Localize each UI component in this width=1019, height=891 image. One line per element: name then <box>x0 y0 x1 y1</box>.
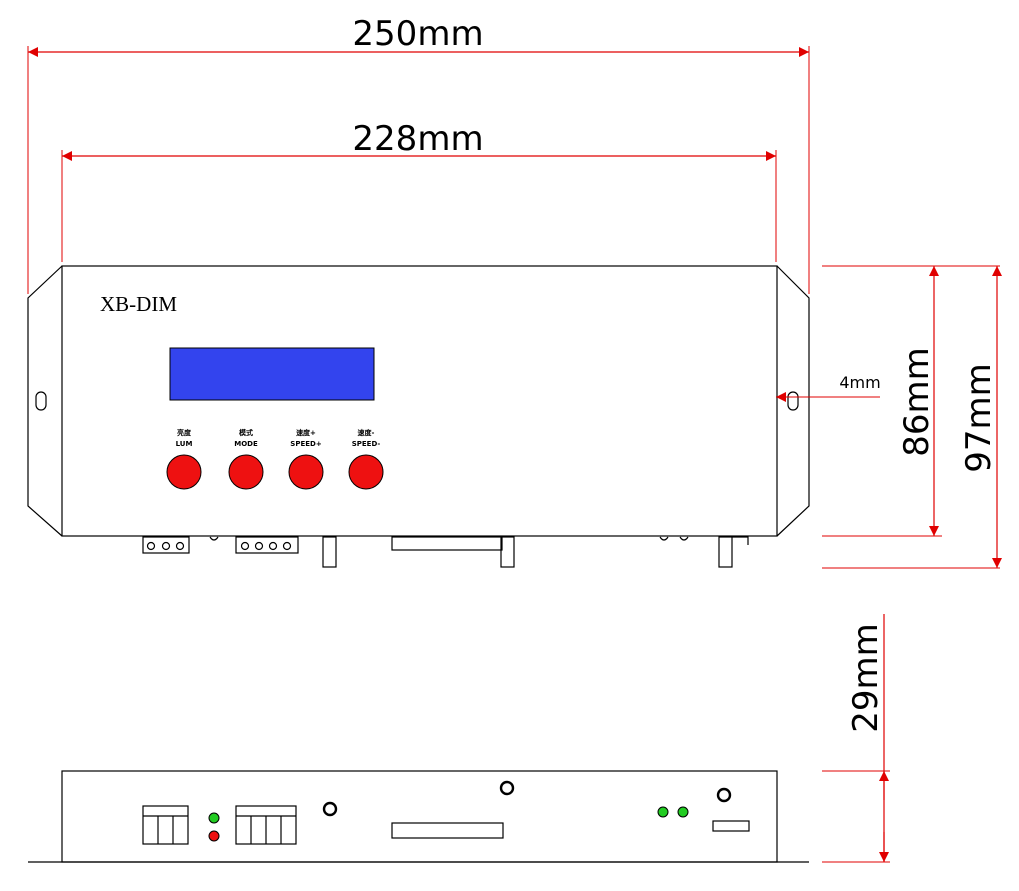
front-view: XB-DIM 亮度 LUM 模式 MODE 速度+ SPEED+ 速度- SPE… <box>27 265 810 568</box>
terminal-screw-icon <box>175 541 185 551</box>
jack-stub-middle <box>500 536 515 568</box>
terminal-screw-icon <box>146 541 156 551</box>
left-mounting-flange <box>27 265 63 537</box>
dimensions-front: 250mm 228mm 86mm 97mm 4mm <box>27 14 1002 569</box>
side-terminal-block-2pin <box>142 805 189 845</box>
terminal-block-2pin <box>142 536 190 554</box>
bottom-connectors <box>142 536 749 568</box>
button-mode: 模式 MODE <box>228 428 264 490</box>
button-speed-minus: 速度- SPEED- <box>348 428 384 490</box>
dim-label-29: 29mm <box>846 623 886 733</box>
terminal-screw-icon <box>240 541 250 551</box>
button-speed-plus: 速度+ SPEED+ <box>288 428 324 490</box>
sd-card-slot-edge <box>391 536 503 551</box>
button-lum-cn-label: 亮度 <box>177 428 192 437</box>
led-red-icon <box>208 830 220 842</box>
sd-card-slot <box>391 822 504 839</box>
left-mounting-hole <box>35 391 47 411</box>
button-lum-knob <box>166 454 202 490</box>
button-speed-minus-en-label: SPEED- <box>352 440 381 448</box>
dim-label-86: 86mm <box>897 347 937 457</box>
terminal-screw-icon <box>268 541 278 551</box>
dc-jack-stub <box>322 536 337 568</box>
dim-label-4: 4mm <box>839 373 880 392</box>
terminal-screw-icon <box>161 541 171 551</box>
dc-jack-icon <box>322 801 338 817</box>
terminal-block-4pin <box>235 536 299 554</box>
side-view <box>28 770 809 863</box>
connector-edge <box>732 536 749 545</box>
led-green-icon <box>208 812 220 824</box>
usb-port <box>712 820 750 832</box>
jack-icon-right <box>716 787 732 803</box>
right-mounting-hole <box>787 391 799 411</box>
dimensions-side: 29mm <box>822 614 890 863</box>
button-lum: 亮度 LUM <box>166 428 202 490</box>
jack-stub-right <box>718 536 733 568</box>
led-leg-mark <box>209 536 219 541</box>
dim-label-250: 250mm <box>352 14 483 54</box>
right-mounting-flange <box>776 265 810 537</box>
model-label: XB-DIM <box>100 292 177 316</box>
terminal-screw-icon <box>254 541 264 551</box>
terminal-screw-icon <box>282 541 292 551</box>
led-green-icon <box>677 806 689 818</box>
button-speed-plus-en-label: SPEED+ <box>290 440 322 448</box>
led-leg-mark <box>679 536 689 541</box>
side-body <box>61 770 778 863</box>
button-speed-minus-cn-label: 速度- <box>358 428 375 437</box>
jack-icon-middle <box>499 780 515 796</box>
lcd-display <box>169 347 375 401</box>
dim-label-228: 228mm <box>352 119 483 159</box>
led-green-icon <box>657 806 669 818</box>
button-lum-en-label: LUM <box>176 440 193 448</box>
button-mode-knob <box>228 454 264 490</box>
led-leg-mark <box>659 536 669 541</box>
button-mode-en-label: MODE <box>234 440 258 448</box>
button-speed-minus-knob <box>348 454 384 490</box>
dim-label-97: 97mm <box>959 363 999 473</box>
button-mode-cn-label: 模式 <box>239 428 253 437</box>
side-ports <box>142 780 750 845</box>
button-speed-plus-cn-label: 速度+ <box>296 428 316 437</box>
button-speed-plus-knob <box>288 454 324 490</box>
